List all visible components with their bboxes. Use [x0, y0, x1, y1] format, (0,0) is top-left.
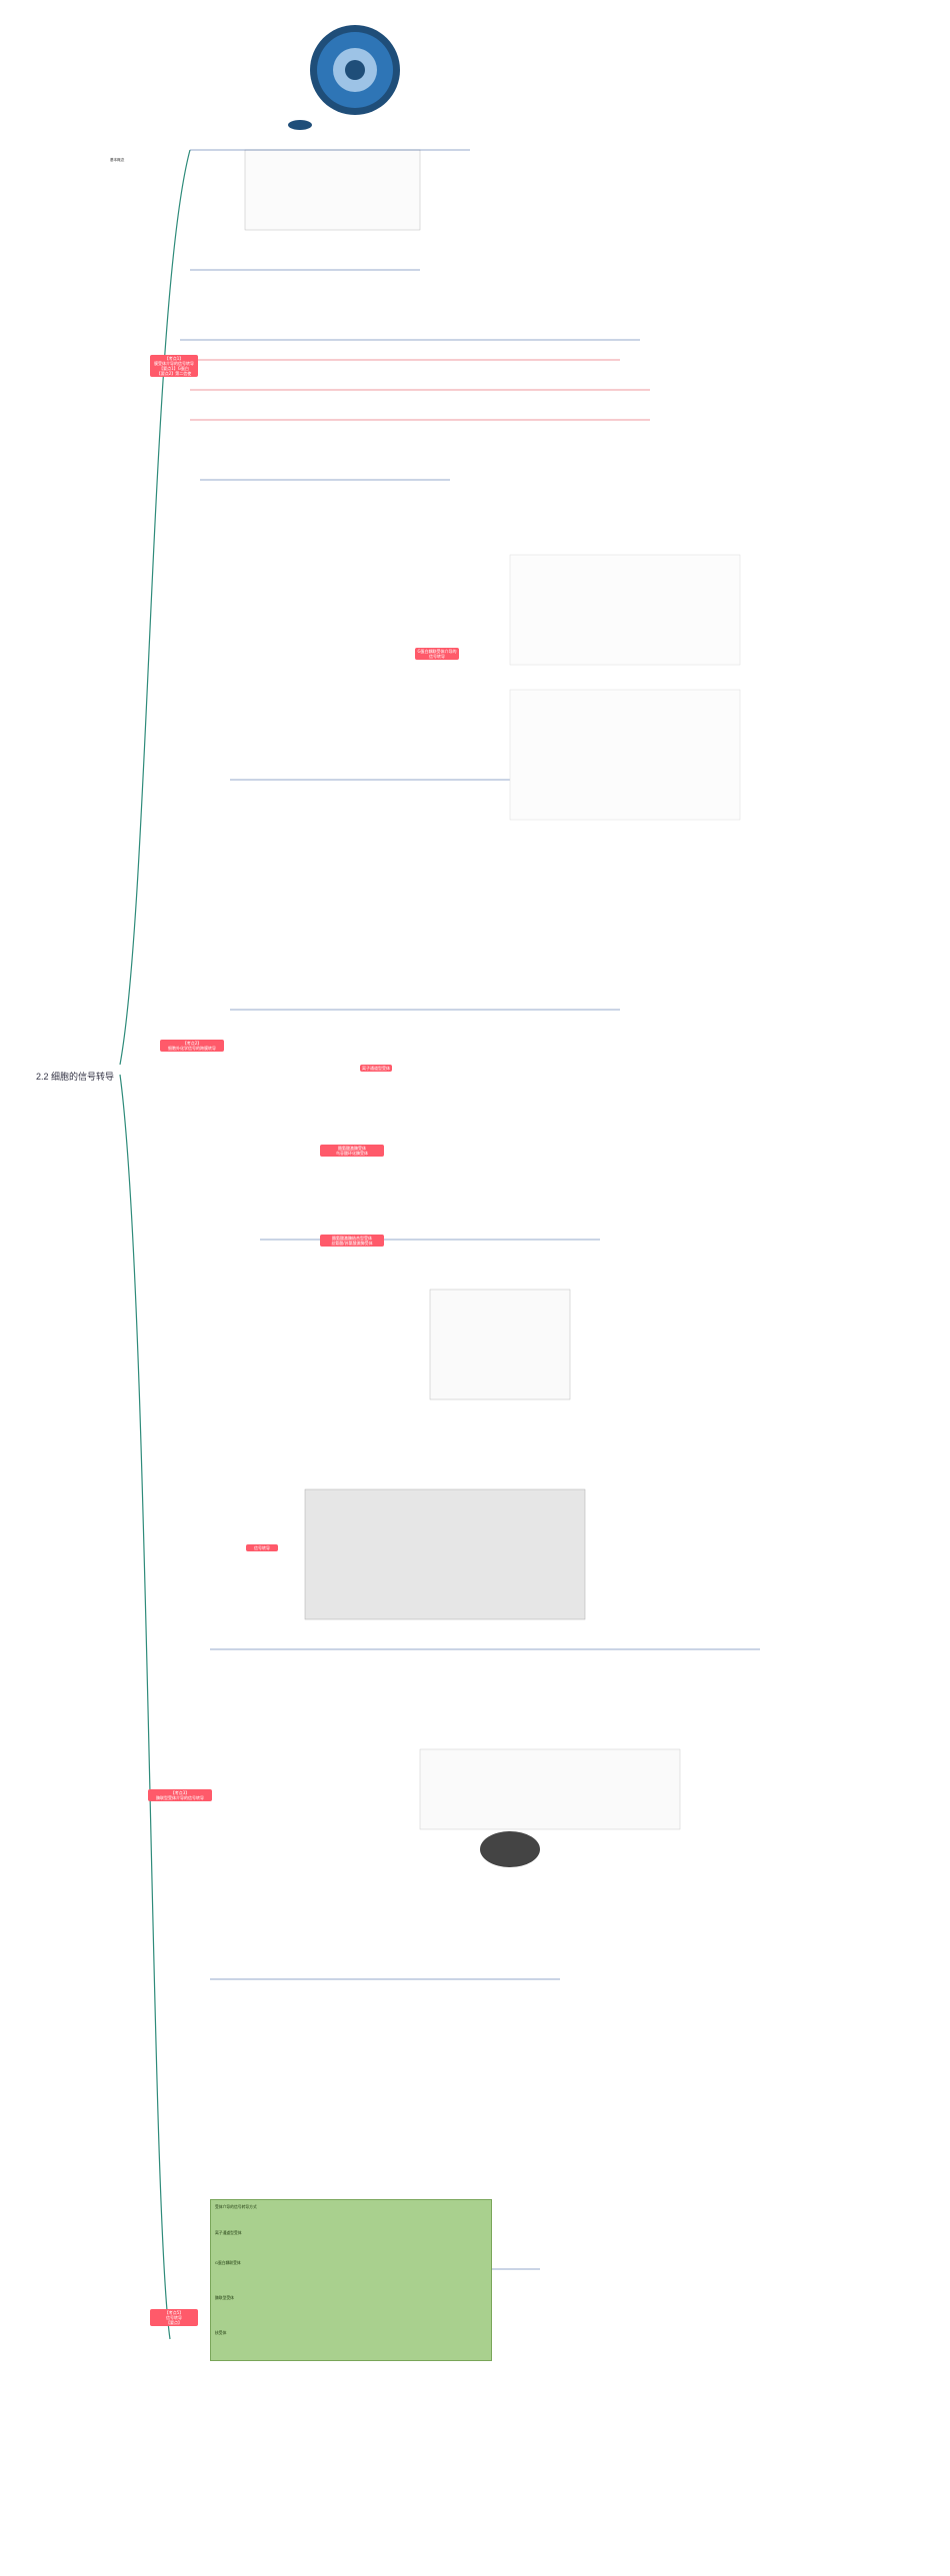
summary-row-5: 核受体 [215, 2330, 227, 2335]
highlight-box-1: G蛋白耦联受体介导的信号转导 [415, 648, 459, 660]
red-branches [160, 359, 650, 421]
pathway-figure-5 [304, 1488, 586, 1620]
mindmap-root-title: 2.2 细胞的信号转导 [36, 1072, 115, 1082]
highlight-box-2: 离子通道型受体 [360, 1065, 392, 1072]
highlight-box-3: 酪氨酸激酶受体 鸟苷酸环化酶受体 [320, 1145, 384, 1157]
highlight-box-5: 信号转导 [246, 1544, 278, 1551]
section-box-5: 【考点5】 信号转导 【要点】 [150, 2309, 198, 2326]
trunk-upper [119, 149, 191, 1066]
section-box-2: 【考点2】 细胞外化学信号的跨膜转导 [160, 1040, 224, 1052]
highlight-box-4: 酪氨酸激酶结合型受体 丝氨酸/苏氨酸激酶受体 [320, 1235, 384, 1247]
summary-row-4: 酶联型受体 [215, 2295, 234, 2300]
branch-lines [180, 149, 760, 2270]
pathway-figure-1 [244, 149, 421, 231]
pathway-figure-6 [419, 1748, 681, 1830]
cell-diagram [288, 25, 400, 130]
summary-row-3: G蛋白耦联受体 [215, 2260, 241, 2265]
pathway-figure-4 [429, 1288, 571, 1400]
pathway-figure-3 [509, 689, 741, 821]
section-label-basic: 基本概念 [110, 158, 125, 162]
cell-membrane-figure [480, 1831, 540, 1867]
trunk-lower [119, 1074, 171, 2340]
summary-row-1: 受体介导的信号转导方式 [215, 2204, 257, 2209]
section-box-3: 【考点3】 酶联型受体介导的信号转导 [148, 1789, 212, 1801]
pathway-figure-2 [509, 554, 741, 666]
summary-row-2: 离子通道型受体 [215, 2230, 242, 2235]
summary-table: 受体介导的信号转导方式 离子通道型受体 G蛋白耦联受体 酶联型受体 核受体 [210, 2199, 492, 2361]
section-box-1: 【考点1】 膜受体介导的信号转导 【要点1】G蛋白 【要点2】第二信使 [150, 355, 198, 377]
